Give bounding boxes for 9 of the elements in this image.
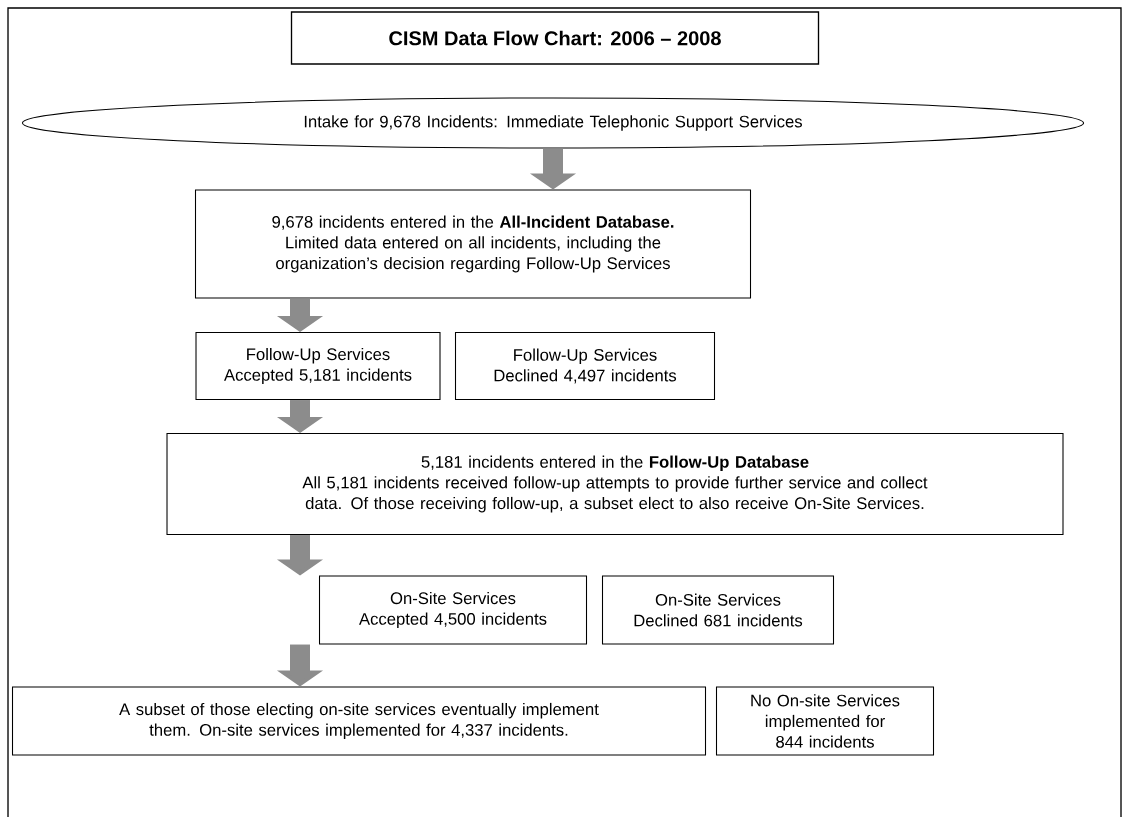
process-box: On-Site Services Accepted 4,500 incidents [318, 575, 588, 645]
process-box: On-Site Services Declined 681 incidents [601, 575, 835, 645]
process-box: Follow-Up Services Accepted 5,181 incidents [195, 331, 441, 401]
process-box: 9,678 incidents entered in the All-Incident Database. Limited data entered on all incidents, including the organization’s decision regarding Follow-Up Services [194, 189, 752, 299]
title-box: CISM Data Flow Chart: 2006 – 2008 [290, 11, 820, 65]
process-box: 5,181 incidents entered in the Follow-Up Database All 5,181 incidents received follow-up attempts to provide further service and collect data. Of those receiving follow-up, a subset elect to also receive On-Site Services. [166, 432, 1064, 536]
process-box: A subset of those electing on-site services eventually implement them. On-site services implemented for 4,337 incidents. [11, 686, 707, 756]
process-box: Follow-Up Services Declined 4,497 incidents [454, 331, 716, 401]
process-box: No On-site Services implemented for 844 incidents [715, 686, 935, 756]
